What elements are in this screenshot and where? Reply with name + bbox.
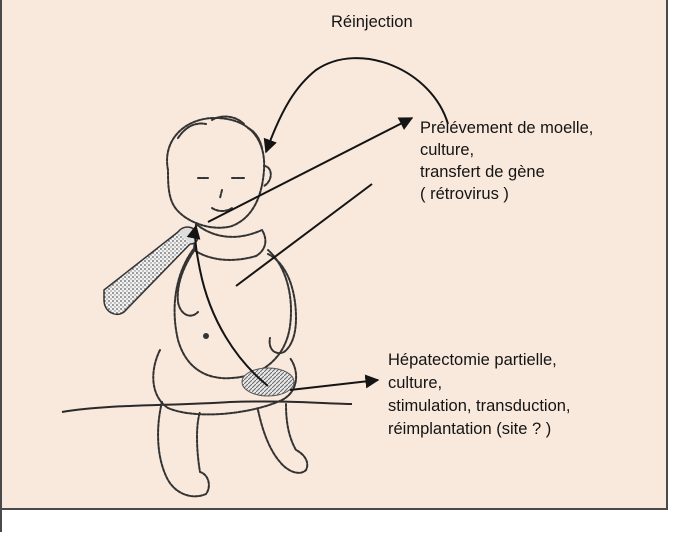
circulation-line (195, 226, 268, 386)
liver-label-line-2: culture, (388, 373, 442, 394)
child-navel (203, 333, 209, 339)
marrow-label-line-4: ( rétrovirus ) (420, 184, 509, 205)
child-torso (175, 246, 291, 378)
liver-label-line-1: Hépatectomie partielle, (388, 350, 557, 371)
liver-arrow (290, 380, 378, 390)
marrow-label-line-3: transfert de gène (420, 162, 545, 183)
marrow-arrow-lower (236, 184, 372, 286)
liver-label-line-3: stimulation, transduction, (388, 396, 571, 417)
child-hair (178, 117, 262, 148)
child-left-leg (158, 402, 209, 496)
ground-line (62, 401, 352, 412)
child-right-leg (258, 404, 307, 473)
liver-region (242, 368, 294, 396)
marrow-label-line-2: culture, (420, 140, 474, 161)
marrow-arrow-upper (208, 118, 412, 222)
liver-label-line-4: réimplantation (site ? ) (388, 419, 551, 440)
marrow-label-line-1: Prélévement de moelle, (420, 118, 593, 139)
reinjection-label: Réinjection (331, 12, 413, 33)
child-collar (194, 224, 265, 260)
